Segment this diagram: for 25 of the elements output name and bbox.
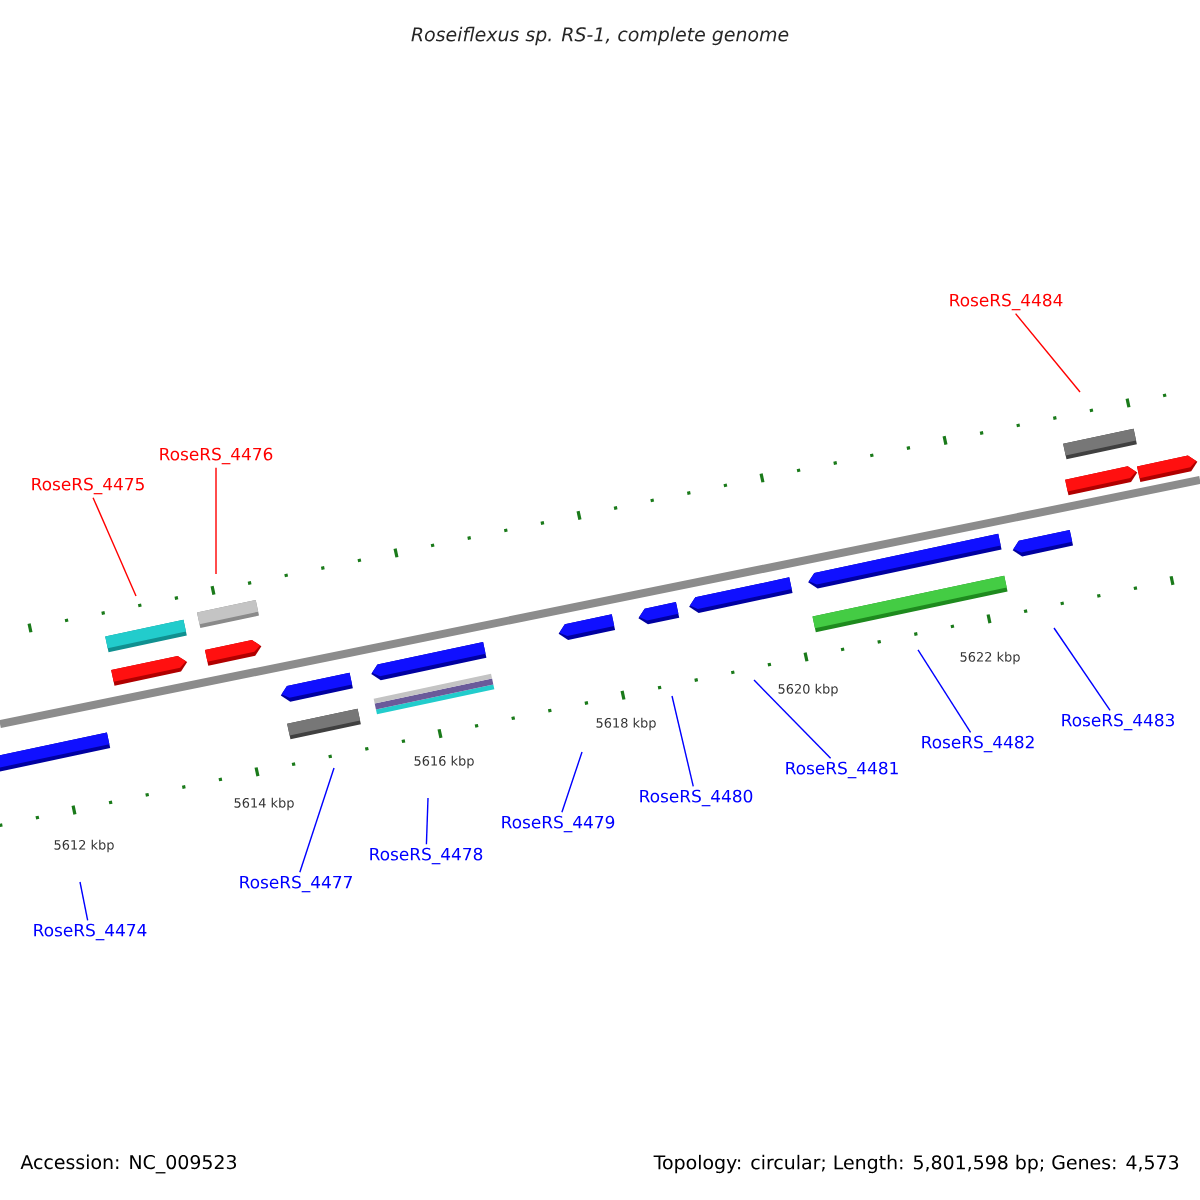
leader-line [1014,312,1081,393]
gene-label: RoseRS_4474 [34,923,147,941]
leader-line [671,695,694,788]
leader-line [299,767,335,874]
leader-line [79,881,89,922]
leader-line [561,751,583,814]
gene-label: RoseRS_4482 [922,735,1034,753]
gene-label: RoseRS_4484 [950,293,1063,311]
leader-line [215,466,217,575]
gene-label: RoseRS_4483 [1062,713,1174,731]
leader-line [425,797,429,846]
gene-label: RoseRS_4475 [32,477,144,495]
leader-line [92,496,137,597]
accession-text: Accession: NC_009523 [20,1154,236,1174]
gene-label: RoseRS_4480 [640,789,753,807]
gene-label: RoseRS_4481 [786,761,898,779]
title: Roseiflexus sp. RS-1, complete genome [411,26,789,46]
gene-label: RoseRS_4479 [502,815,615,833]
leader-line [917,649,972,734]
leader-line [1053,627,1111,712]
leader-line [753,679,832,760]
gene-label: RoseRS_4476 [160,447,273,465]
genome-info-text: Topology: circular; Length: 5,801,598 bp; Genes: 4,573 [653,1154,1179,1174]
gene-label: RoseRS_4477 [240,875,352,893]
gene-label: RoseRS_4478 [370,847,483,865]
